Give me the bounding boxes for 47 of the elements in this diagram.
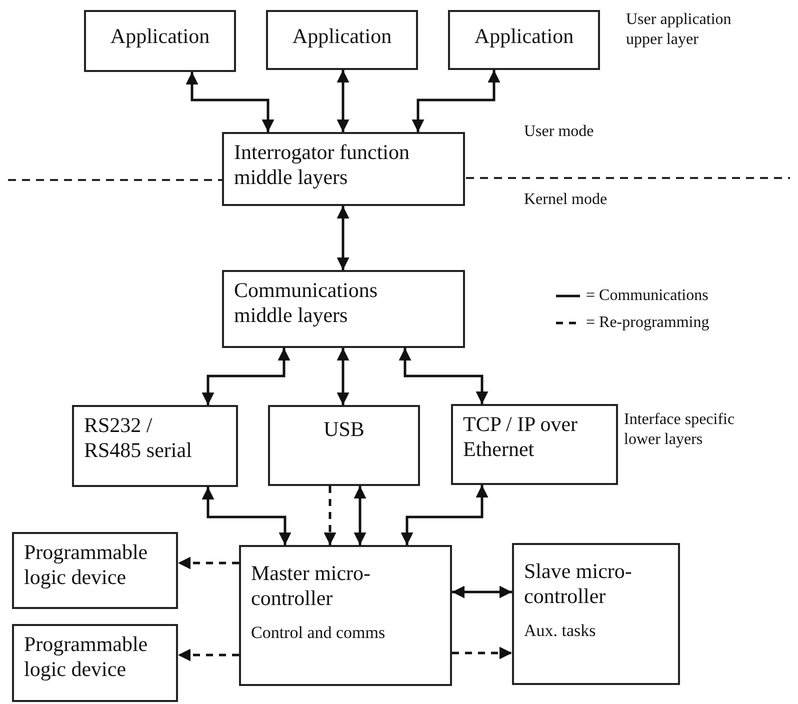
interface-box [268,405,420,486]
arrow [336,206,350,270]
node-label: Interrogator function middle layers [234,140,411,190]
legend-label: = Communications [586,287,708,305]
annotation-text: Kernel mode [524,190,608,210]
application-box [84,10,236,72]
node-label: Communications middle layers [234,278,378,328]
interface-box [72,405,238,487]
arrow [178,648,239,662]
node-label: TCP / IP over Ethernet [463,412,579,462]
node-label: Application [291,24,393,50]
arrow [452,646,512,660]
node-label: Application [109,24,211,50]
annotation-text: Interface specific lower layers [624,410,736,450]
node-label: Programmable logic device [24,540,149,590]
layer-box [222,270,465,348]
node-label: Application [473,24,575,50]
arrow [452,586,512,598]
arrow [398,348,488,404]
device-box [12,624,178,702]
node-note: Control and comms [251,623,386,644]
node-label: USB [322,417,366,442]
node-label: Slave micro-controller [524,559,633,610]
arrow [202,487,292,545]
arrow [336,348,350,405]
arrow [336,70,350,132]
device-box [12,532,178,609]
arrow [400,485,488,545]
controller-box [512,543,680,685]
node-note: Aux. tasks [524,621,597,642]
controller-box [239,545,452,686]
node-label: Master micro-controller [251,561,372,612]
application-box [448,10,600,70]
arrow [178,556,239,570]
arrow [186,72,274,132]
arrow [202,348,290,405]
arrow [412,70,500,132]
annotation-text: User mode [524,122,595,142]
application-box [266,10,418,70]
node-label: RS232 / RS485 serial [84,413,193,464]
annotation-text: User application upper layer [626,10,732,50]
legend-label: = Re-programming [586,314,710,332]
node-label: Programmable logic device [24,632,149,682]
arrow [354,486,366,545]
arrow [324,486,336,545]
interface-box [451,404,618,485]
layer-box [222,132,465,206]
